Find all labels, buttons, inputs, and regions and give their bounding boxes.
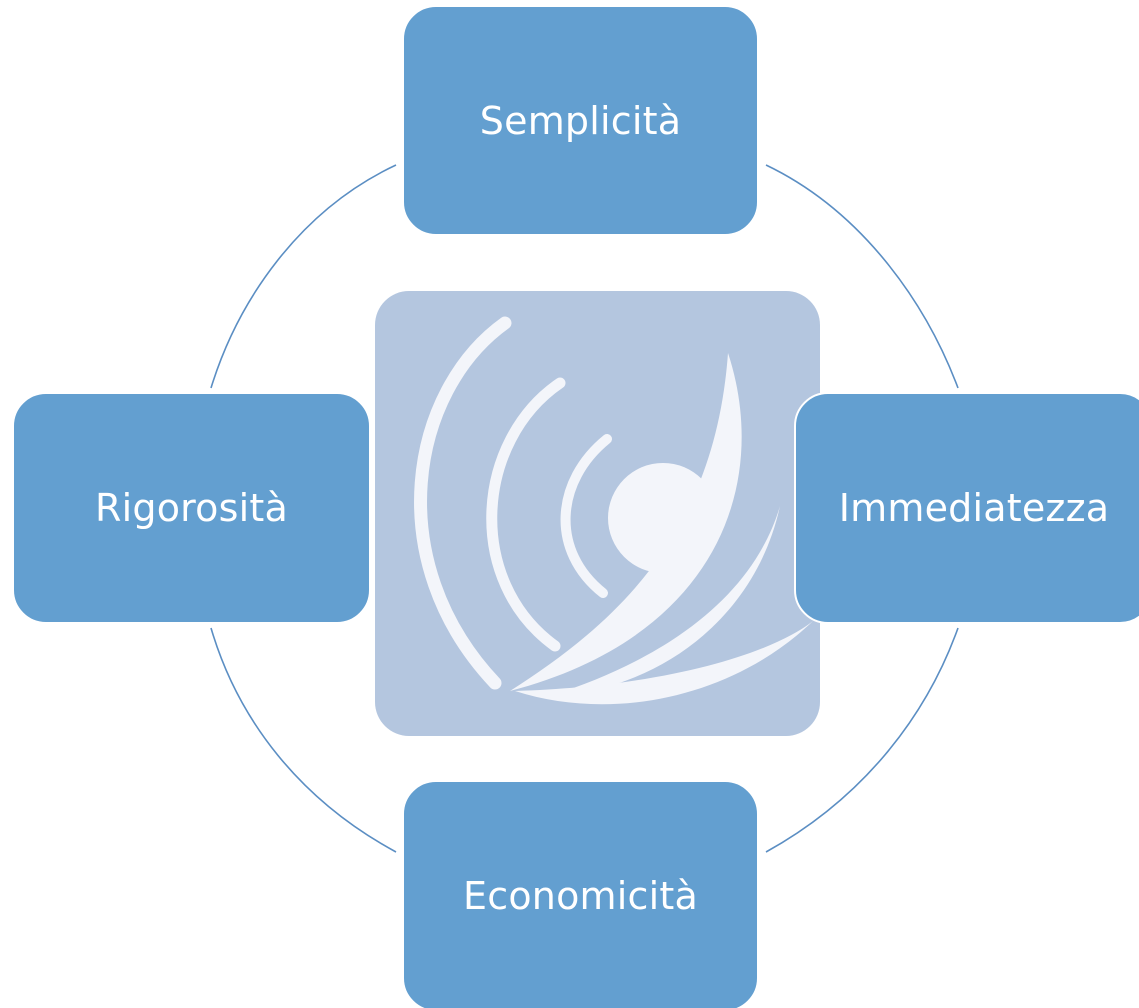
node-rigorosita: Rigorosità [12,392,371,624]
node-immediatezza-label: Immediatezza [838,486,1110,530]
node-immediatezza: Immediatezza [794,392,1139,624]
connector-top-right [765,164,959,389]
node-economicita: Economicità [402,780,759,1008]
center-logo [375,291,820,736]
node-semplicita-label: Semplicità [479,98,682,143]
connector-bottom-left [210,627,397,853]
node-economicita-label: Economicità [463,874,698,918]
node-rigorosita-label: Rigorosità [95,486,288,530]
satellite-dish-icon [375,291,820,736]
connector-left-top [210,164,397,389]
connector-right-bottom [765,627,959,853]
node-semplicita: Semplicità [402,5,759,236]
